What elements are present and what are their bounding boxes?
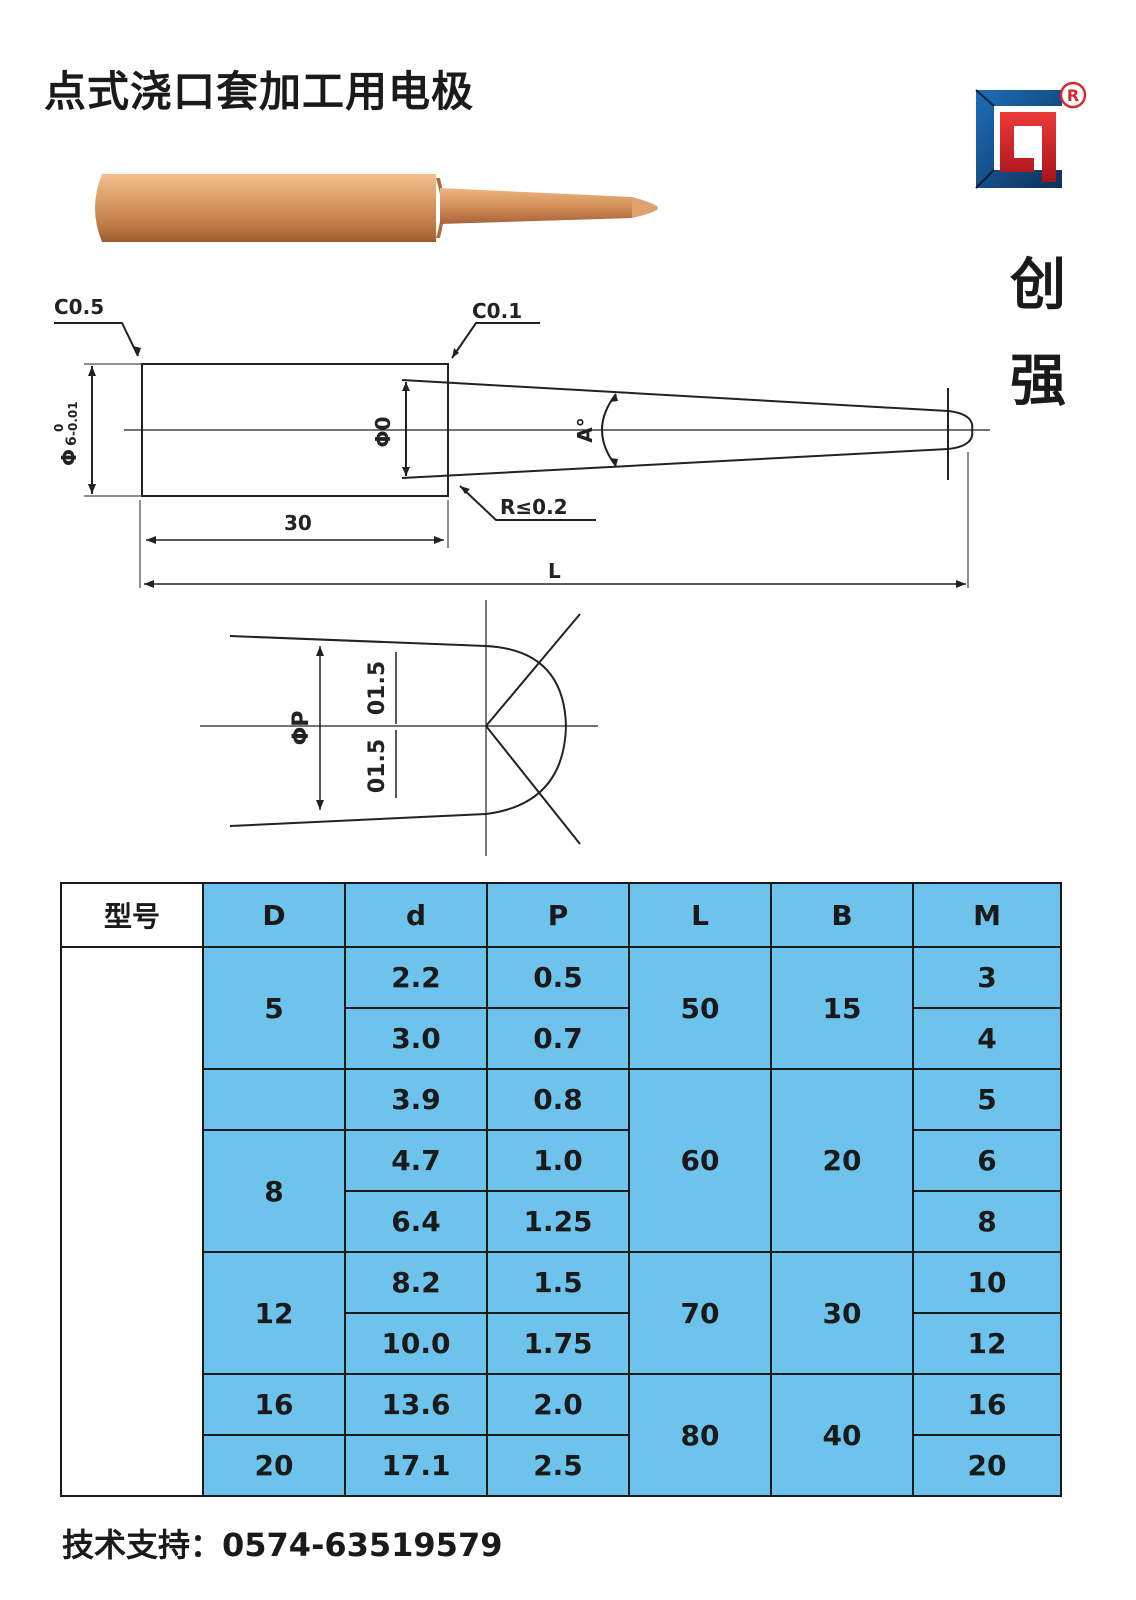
cell-P: 0.7 (486, 1007, 630, 1070)
svg-text:R: R (1067, 86, 1079, 105)
table-row: 3.0 0.7 4 (61, 1007, 1062, 1070)
cell-D (202, 1068, 346, 1131)
header-d: d (344, 882, 488, 948)
cell-M: 16 (912, 1373, 1062, 1436)
cell-P: 2.0 (486, 1373, 630, 1436)
header-B: B (770, 882, 914, 948)
cell-L: 50 (628, 946, 772, 1070)
cell-M: 3 (912, 946, 1062, 1009)
cell-B: 30 (770, 1251, 914, 1375)
cell-D: 16 (202, 1373, 346, 1436)
table-row: 8 4.7 1.0 6 (61, 1129, 1062, 1253)
cell-L: 60 (628, 1068, 772, 1253)
phi-p-label: ΦP (289, 711, 314, 746)
table-row: 10.0 1.75 12 (61, 1312, 1062, 1375)
header-model: 型号 (60, 882, 204, 948)
cell-D: 5 (202, 946, 346, 1070)
cell-D: 20 (202, 1434, 346, 1497)
cell-M: 8 (912, 1190, 1062, 1253)
cell-d: 3.0 (344, 1007, 488, 1070)
header-L: L (628, 882, 772, 948)
page-title: 点式浇口套加工用电极 (44, 67, 475, 116)
tip-detail-drawing: ΦP 01.5 01.5 (200, 600, 598, 856)
cell-P: 1.5 (486, 1251, 630, 1314)
brand-name-char-1: 创 (1010, 253, 1066, 318)
brand-logo (975, 89, 1062, 189)
table-header-row: 型号 D d P L B M (60, 882, 1062, 948)
table-row: 3.9 0.8 60 20 5 (61, 1068, 1062, 1253)
cell-d: 13.6 (344, 1373, 488, 1436)
cell-d: 3.9 (344, 1068, 488, 1131)
cell-D: 12 (202, 1251, 346, 1375)
cell-P: 1.75 (486, 1312, 630, 1375)
model-cell (60, 946, 204, 1497)
chamfer-left-label: C0.5 (54, 295, 104, 319)
cell-P: 0.5 (486, 946, 630, 1009)
cell-M: 10 (912, 1251, 1062, 1314)
table-row: 5 2.2 0.5 50 15 3 (60, 946, 1062, 1497)
diameter-base-label: Φ (57, 449, 81, 466)
lower-half-label: 01.5 (365, 739, 390, 793)
diameter-nominal-label: 6 (64, 436, 80, 446)
cell-B: 20 (770, 1068, 914, 1253)
cell-P: 1.0 (486, 1129, 630, 1192)
cell-P: 2.5 (486, 1434, 630, 1497)
shank-length-label: 30 (284, 511, 312, 535)
tech-support-line: 技术支持：0574-63519579 (62, 1526, 503, 1564)
table-row: 6.4 1.25 8 (61, 1190, 1062, 1253)
tolerance-upper-label: 0 (52, 424, 66, 432)
cell-B: 40 (770, 1373, 914, 1497)
cell-d: 17.1 (344, 1434, 488, 1497)
cell-M: 6 (912, 1129, 1062, 1192)
cell-B: 15 (770, 946, 914, 1070)
cell-P: 1.25 (486, 1190, 630, 1253)
registered-mark-icon: R (1059, 81, 1087, 109)
header-M: M (912, 882, 1062, 948)
chamfer-right-label: C0.1 (472, 299, 522, 323)
cell-M: 5 (912, 1068, 1062, 1131)
cell-P: 0.8 (486, 1068, 630, 1131)
spec-table: 型号 D d P L B M 5 2.2 0.5 50 15 3 3.0 0.7… (60, 882, 1062, 1497)
cell-d: 8.2 (344, 1251, 488, 1314)
cell-L: 80 (628, 1373, 772, 1497)
cell-L: 70 (628, 1251, 772, 1375)
table-row: 20 17.1 2.5 20 (61, 1434, 1062, 1497)
total-length-label: L (548, 559, 561, 583)
table-row: 16 13.6 2.0 80 40 16 (61, 1373, 1062, 1497)
cell-M: 4 (912, 1007, 1062, 1070)
upper-half-label: 01.5 (365, 661, 390, 715)
cell-D: 8 (202, 1129, 346, 1253)
cell-d: 4.7 (344, 1129, 488, 1192)
cell-d: 10.0 (344, 1312, 488, 1375)
table-row: 12 8.2 1.5 70 30 10 (61, 1251, 1062, 1375)
cell-d: 2.2 (344, 946, 488, 1009)
header-P: P (486, 882, 630, 948)
radius-label: R≤0.2 (500, 495, 568, 519)
brand-name-char-2: 强 (1010, 349, 1066, 414)
technical-drawing: C0.5 C0.1 R≤0.2 30 L Φ0 A° Φ 6 0 -0.01 (52, 295, 990, 588)
cell-M: 12 (912, 1312, 1062, 1375)
angle-label: A° (573, 417, 597, 442)
cell-M: 20 (912, 1434, 1062, 1497)
header-D: D (202, 882, 346, 948)
tolerance-lower-label: -0.01 (66, 401, 80, 436)
tip-diameter-label: Φ0 (371, 417, 395, 448)
cell-d: 6.4 (344, 1190, 488, 1253)
electrode-product-photo (95, 174, 658, 242)
